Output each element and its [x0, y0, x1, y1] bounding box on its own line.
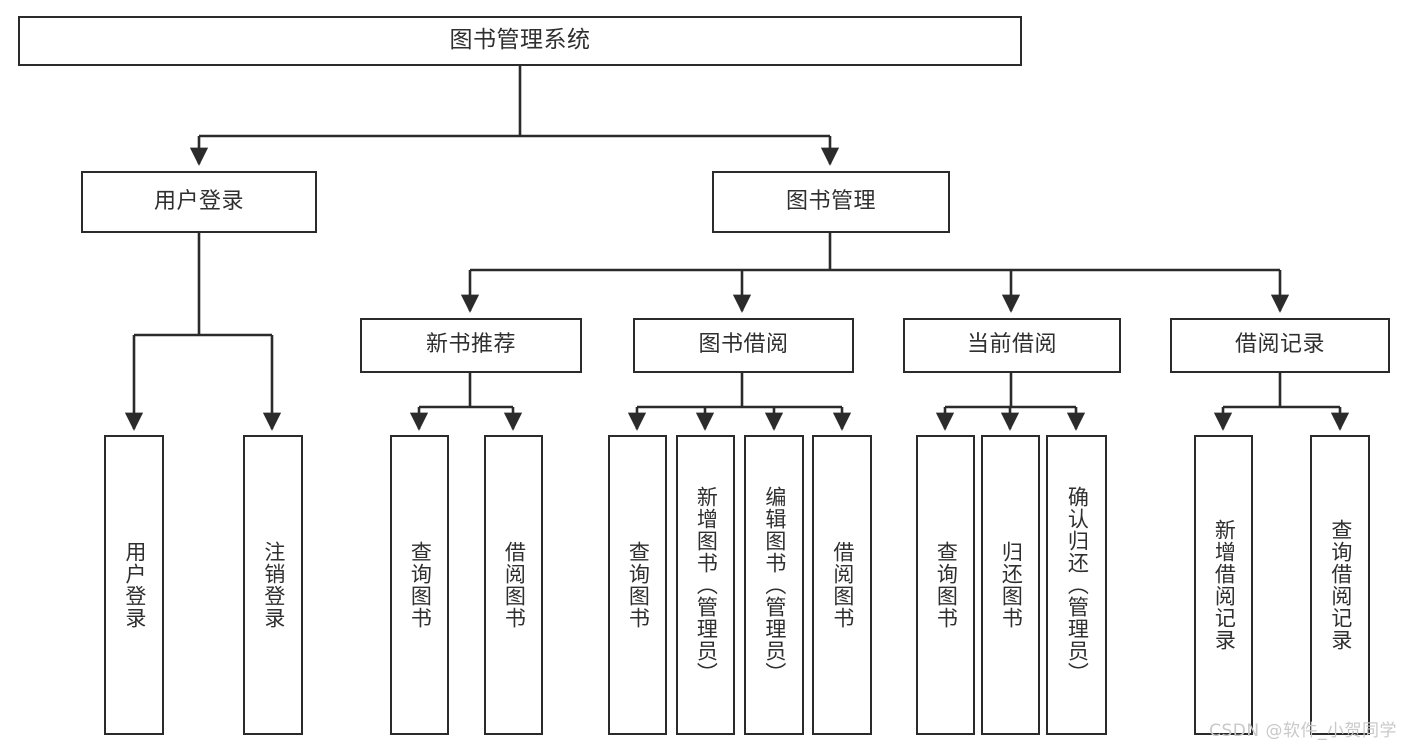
leaf-query-book-3[interactable]: 查询图书 — [916, 435, 975, 735]
node-user-login-label: 用户登录 — [153, 188, 244, 214]
leaf-borrow-book-1[interactable]: 借阅图书 — [484, 435, 543, 735]
leaf-query-book-1-label: 查询图书 — [408, 541, 433, 629]
node-current-borrow[interactable]: 当前借阅 — [903, 318, 1121, 373]
leaf-query-book-1[interactable]: 查询图书 — [390, 435, 449, 735]
leaf-query-book-2-label: 查询图书 — [626, 541, 651, 629]
leaf-add-book-label: 新增图书（管理员） — [694, 486, 719, 684]
node-new-book-recommend-label: 新书推荐 — [425, 332, 516, 358]
leaf-add-book[interactable]: 新增图书（管理员） — [676, 435, 735, 735]
leaf-edit-book-label: 编辑图书（管理员） — [762, 486, 787, 684]
leaf-borrow-book-2-label: 借阅图书 — [830, 541, 855, 629]
leaf-add-record[interactable]: 新增借阅记录 — [1194, 435, 1253, 735]
leaf-confirm-return[interactable]: 确认归还（管理员） — [1046, 435, 1107, 735]
leaf-add-record-label: 新增借阅记录 — [1212, 519, 1237, 651]
node-book-management[interactable]: 图书管理 — [712, 171, 950, 233]
leaf-query-record[interactable]: 查询借阅记录 — [1310, 435, 1370, 735]
node-book-borrow-label: 图书借阅 — [698, 332, 789, 358]
node-book-management-label: 图书管理 — [785, 188, 876, 214]
leaf-query-book-2[interactable]: 查询图书 — [608, 435, 667, 735]
node-borrow-record[interactable]: 借阅记录 — [1170, 318, 1390, 373]
leaf-return-book[interactable]: 归还图书 — [981, 435, 1040, 735]
leaf-user-login-label: 用户登录 — [122, 541, 147, 629]
leaf-borrow-book-1-label: 借阅图书 — [502, 541, 527, 629]
leaf-edit-book[interactable]: 编辑图书（管理员） — [744, 435, 804, 735]
node-current-borrow-label: 当前借阅 — [966, 332, 1057, 358]
leaf-query-record-label: 查询借阅记录 — [1328, 519, 1353, 651]
leaf-borrow-book-2[interactable]: 借阅图书 — [812, 435, 872, 735]
node-user-login[interactable]: 用户登录 — [81, 171, 317, 233]
node-root[interactable]: 图书管理系统 — [18, 16, 1022, 66]
leaf-user-login[interactable]: 用户登录 — [104, 435, 164, 735]
node-borrow-record-label: 借阅记录 — [1234, 332, 1325, 358]
leaf-confirm-return-label: 确认归还（管理员） — [1065, 486, 1090, 684]
leaf-logout[interactable]: 注销登录 — [243, 435, 303, 735]
node-book-borrow[interactable]: 图书借阅 — [633, 318, 854, 373]
node-root-label: 图书管理系统 — [449, 27, 591, 54]
node-new-book-recommend[interactable]: 新书推荐 — [360, 318, 582, 373]
leaf-query-book-3-label: 查询图书 — [934, 541, 959, 629]
leaf-logout-label: 注销登录 — [261, 541, 286, 629]
leaf-return-book-label: 归还图书 — [999, 541, 1024, 629]
